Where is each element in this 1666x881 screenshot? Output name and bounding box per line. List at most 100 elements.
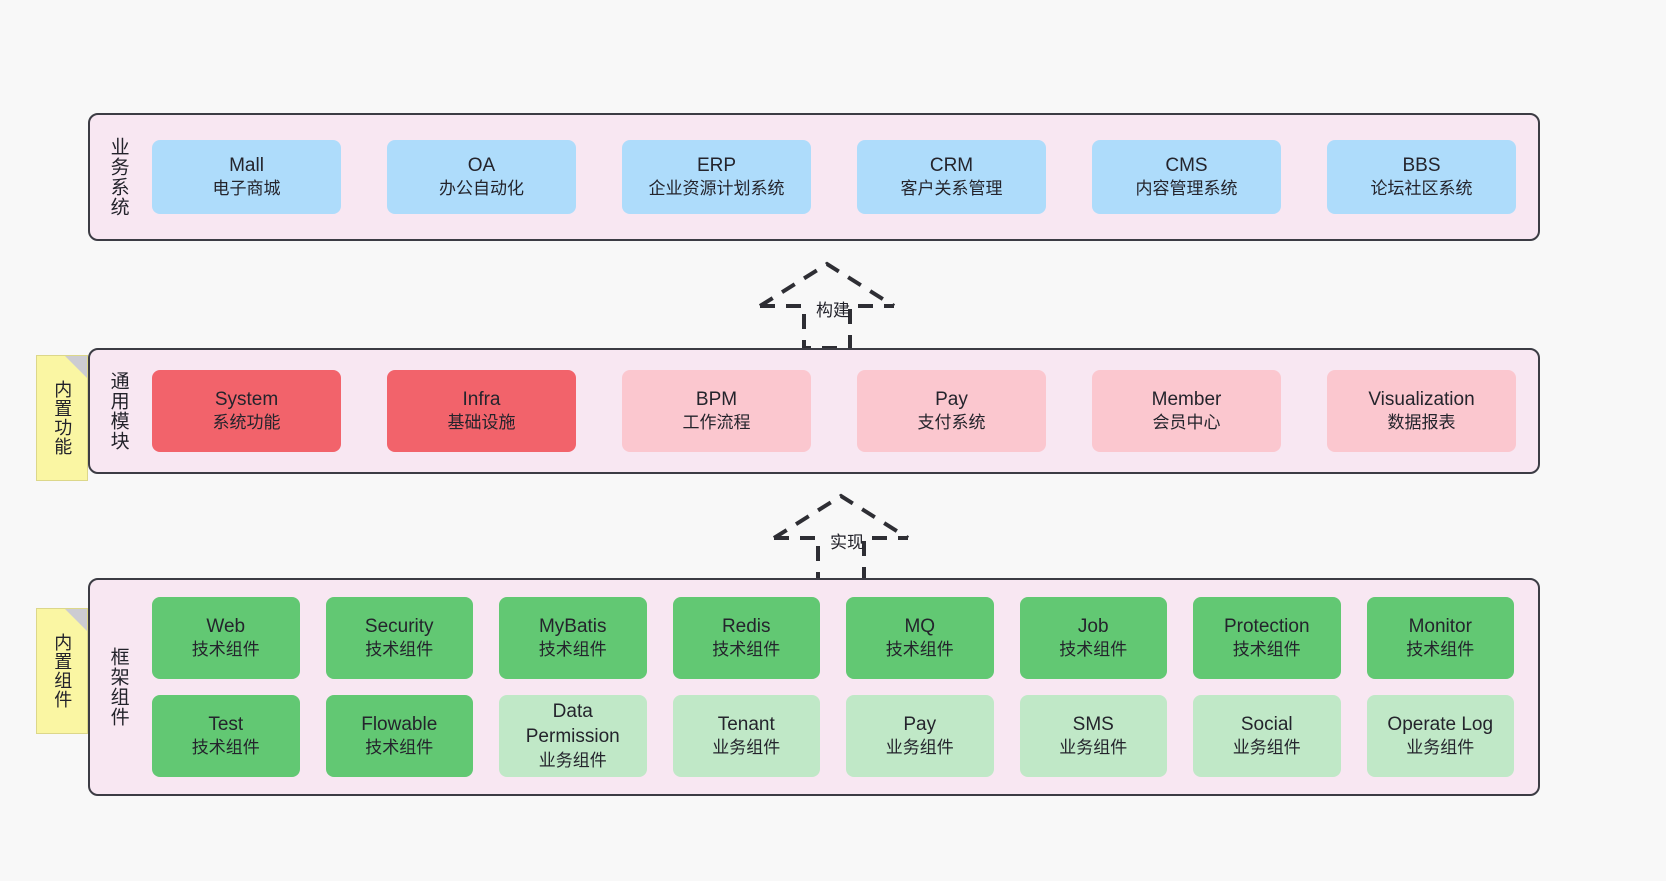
node-name: Operate Log <box>1387 713 1494 735</box>
layer-framework-components: 框架组件 Web 技术组件 Security 技术组件 MyBatis 技术组件… <box>88 578 1540 796</box>
sticky-note-builtin-functions: 内置功能 <box>36 355 88 481</box>
node-sms[interactable]: SMS 业务组件 <box>1019 695 1167 777</box>
node-desc: 业务组件 <box>1059 738 1128 758</box>
layer-title-business-systems: 业务系统 <box>107 137 129 217</box>
node-web[interactable]: Web 技术组件 <box>152 597 300 679</box>
node-desc: 技术组件 <box>191 640 260 660</box>
node-desc: 技术组件 <box>365 738 434 758</box>
sticky-note-label: 内置功能 <box>52 380 73 456</box>
node-member[interactable]: Member 会员中心 <box>1092 370 1281 452</box>
arrow-build-label: 构建 <box>816 301 850 320</box>
node-desc: 工作流程 <box>682 413 751 433</box>
node-flowable[interactable]: Flowable 技术组件 <box>325 695 473 777</box>
node-desc: 业务组件 <box>712 738 781 758</box>
node-oa[interactable]: OA 办公自动化 <box>387 140 576 214</box>
node-monitor[interactable]: Monitor 技术组件 <box>1366 597 1514 679</box>
node-desc: 业务组件 <box>538 750 607 770</box>
node-name: CRM <box>929 154 974 176</box>
node-name: BPM <box>695 388 738 410</box>
node-test[interactable]: Test 技术组件 <box>152 695 300 777</box>
node-bbs[interactable]: BBS 论坛社区系统 <box>1327 140 1516 214</box>
node-desc: 业务组件 <box>885 738 954 758</box>
node-name: Pay <box>935 388 968 410</box>
node-desc: 技术组件 <box>1232 640 1301 660</box>
node-cms[interactable]: CMS 内容管理系统 <box>1092 140 1281 214</box>
node-name: Monitor <box>1408 615 1472 637</box>
node-name: Web <box>206 615 246 637</box>
node-name: Protection <box>1223 615 1310 637</box>
node-desc: 技术组件 <box>365 640 434 660</box>
node-name: SMS <box>1072 713 1114 735</box>
node-name: ERP <box>696 154 737 176</box>
node-mq[interactable]: MQ 技术组件 <box>846 597 994 679</box>
node-desc: 技术组件 <box>538 640 607 660</box>
node-operate-log[interactable]: Operate Log 业务组件 <box>1366 695 1514 777</box>
node-system[interactable]: System 系统功能 <box>152 370 341 452</box>
layer-title-common-modules: 通用模块 <box>107 371 129 451</box>
node-desc: 基础设施 <box>447 413 516 433</box>
node-name: Flowable <box>361 713 438 735</box>
node-name: Infra <box>462 388 501 410</box>
node-name: Mall <box>229 154 264 176</box>
node-name: MQ <box>904 615 936 637</box>
node-name: Visualization <box>1368 388 1475 410</box>
sticky-note-builtin-components: 内置组件 <box>36 608 88 734</box>
node-name: Member <box>1151 388 1222 410</box>
node-desc: 技术组件 <box>1059 640 1128 660</box>
node-desc: 数据报表 <box>1387 413 1456 433</box>
node-name: Job <box>1077 615 1109 637</box>
node-name: Security <box>364 615 434 637</box>
node-name: CMS <box>1165 154 1208 176</box>
arrow-head-outline <box>758 261 896 308</box>
node-erp[interactable]: ERP 企业资源计划系统 <box>622 140 811 214</box>
node-redis[interactable]: Redis 技术组件 <box>672 597 820 679</box>
node-desc: 技术组件 <box>1406 640 1475 660</box>
arrow-implement-label: 实现 <box>830 533 864 552</box>
node-protection[interactable]: Protection 技术组件 <box>1193 597 1341 679</box>
node-name: Pay <box>903 713 937 735</box>
node-security[interactable]: Security 技术组件 <box>325 597 473 679</box>
layer-body-framework-components: Web 技术组件 Security 技术组件 MyBatis 技术组件 Redi… <box>146 580 1538 794</box>
node-mall[interactable]: Mall 电子商城 <box>152 140 341 214</box>
node-name: Test <box>208 713 244 735</box>
node-pay-module[interactable]: Pay 支付系统 <box>857 370 1046 452</box>
node-desc: 论坛社区系统 <box>1370 179 1473 199</box>
node-desc: 技术组件 <box>712 640 781 660</box>
node-desc: 系统功能 <box>212 413 281 433</box>
node-data-permission[interactable]: Data Permission 业务组件 <box>499 695 647 777</box>
node-mybatis[interactable]: MyBatis 技术组件 <box>499 597 647 679</box>
node-desc: 办公自动化 <box>439 179 524 199</box>
node-desc: 电子商城 <box>212 179 281 199</box>
node-desc: 会员中心 <box>1152 413 1221 433</box>
node-infra[interactable]: Infra 基础设施 <box>387 370 576 452</box>
layer-title-framework-components: 框架组件 <box>107 647 129 727</box>
node-name: OA <box>467 154 496 176</box>
arrow-implement: 实现 <box>766 490 916 582</box>
node-visualization[interactable]: Visualization 数据报表 <box>1327 370 1516 452</box>
layer-body-business-systems: Mall 电子商城 OA 办公自动化 ERP 企业资源计划系统 CRM 客户关系… <box>146 115 1538 239</box>
node-social[interactable]: Social 业务组件 <box>1193 695 1341 777</box>
node-pay-component[interactable]: Pay 业务组件 <box>846 695 994 777</box>
node-name: Tenant <box>717 713 775 735</box>
node-desc: 技术组件 <box>885 640 954 660</box>
node-crm[interactable]: CRM 客户关系管理 <box>857 140 1046 214</box>
node-name: BBS <box>1402 154 1441 176</box>
sticky-note-label: 内置组件 <box>52 633 73 709</box>
node-name: Social <box>1240 713 1293 735</box>
node-name: MyBatis <box>538 615 607 637</box>
node-desc: 业务组件 <box>1232 738 1301 758</box>
node-desc: 技术组件 <box>191 738 260 758</box>
node-bpm[interactable]: BPM 工作流程 <box>622 370 811 452</box>
node-name: System <box>214 388 279 410</box>
layer-business-systems: 业务系统 Mall 电子商城 OA 办公自动化 ERP 企业资源计划系统 CRM… <box>88 113 1540 241</box>
node-desc: 客户关系管理 <box>900 179 1003 199</box>
node-tenant[interactable]: Tenant 业务组件 <box>672 695 820 777</box>
node-job[interactable]: Job 技术组件 <box>1019 597 1167 679</box>
layer-common-modules: 通用模块 System 系统功能 Infra 基础设施 BPM 工作流程 Pay… <box>88 348 1540 474</box>
node-desc: 支付系统 <box>917 413 986 433</box>
arrow-build: 构建 <box>752 258 902 350</box>
node-name: Redis <box>721 615 771 637</box>
node-desc: 内容管理系统 <box>1135 179 1238 199</box>
node-desc: 业务组件 <box>1406 738 1475 758</box>
